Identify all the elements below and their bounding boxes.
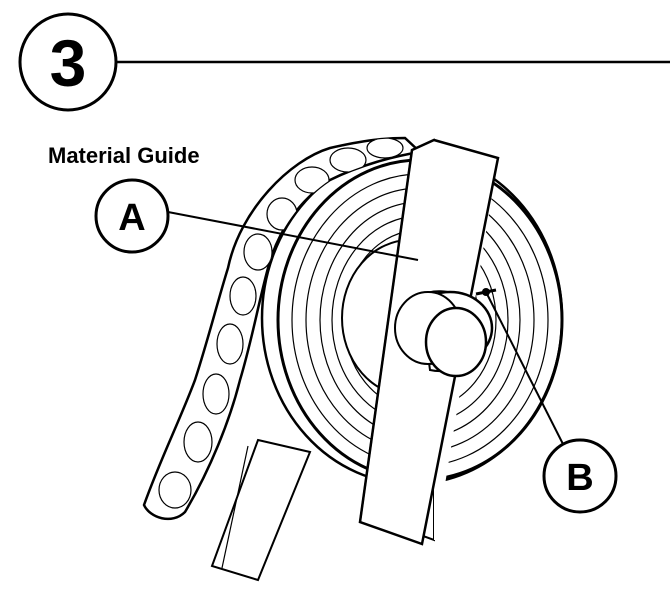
material-guide-caption: Material Guide: [48, 143, 200, 168]
callout-a-leader: [167, 211, 419, 261]
label-dot: [294, 166, 330, 194]
callout-a-label: A: [118, 197, 145, 239]
callout-a: A: [94, 178, 419, 261]
label-dot: [158, 471, 192, 509]
step-badge: 3: [18, 12, 670, 112]
label-dot: [202, 373, 230, 415]
label-dot: [243, 233, 273, 271]
hub-knob: [394, 290, 494, 378]
label-dot: [229, 276, 257, 316]
label-dot: [216, 323, 244, 365]
label-dot: [366, 138, 404, 159]
callout-b-label: B: [566, 457, 593, 499]
label-dot: [329, 147, 367, 173]
callout-b-circle: [542, 438, 618, 514]
callout-b: B: [485, 291, 618, 514]
callout-a-circle: [94, 178, 170, 254]
liner-strip: [210, 438, 312, 582]
step-number: 3: [50, 26, 87, 100]
label-dot: [183, 421, 213, 463]
callout-b-leader: [485, 291, 567, 451]
label-dot: [266, 197, 298, 231]
label-tape: [142, 136, 423, 521]
